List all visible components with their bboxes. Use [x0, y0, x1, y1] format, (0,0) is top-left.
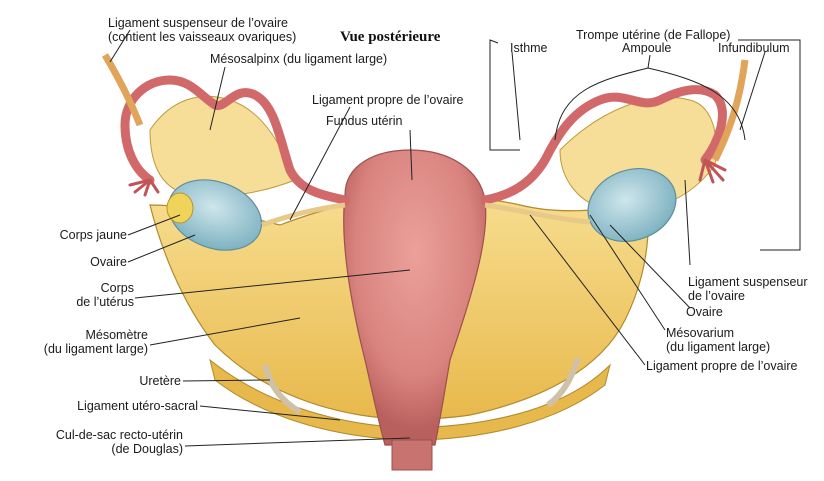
label-isthmus: Isthme [510, 41, 548, 55]
suspensory-ligament-left [101, 53, 144, 127]
cervix-stub [391, 439, 433, 471]
uterine-tube-right [480, 85, 727, 205]
label-rectouterine-pouch: Cul-de-sac recto-utérin (de Douglas) [56, 428, 183, 456]
ureter-right [546, 357, 581, 408]
label-mesometrium: Mésomètre (du ligament large) [44, 328, 148, 356]
label-uterine-tube: Trompe utérine (de Fallope) [576, 28, 731, 42]
label-line-2: de l’utérus [76, 295, 134, 309]
label-line-1: Mésovarium [666, 326, 735, 340]
label-fundus: Fundus utérin [326, 114, 403, 128]
label-line-1: Ligament suspenseur de l’ovaire [108, 16, 288, 30]
fimbriae-right [698, 158, 727, 184]
label-line-2: (du ligament large) [666, 340, 771, 354]
uterine-tube-left [120, 75, 350, 205]
ovarian-ligament-right [484, 202, 591, 225]
view-title: Vue postérieure [340, 29, 441, 45]
corpus-luteum [166, 192, 194, 224]
label-ampulla: Ampoule [622, 41, 672, 55]
fimbriae-left [128, 178, 160, 197]
label-uterus-body: Corps de l’utérus [76, 281, 134, 309]
label-ureter: Uretère [139, 374, 181, 388]
label-ovary-left: Ovaire [90, 255, 127, 269]
label-line-2: de l’ovaire [688, 289, 745, 303]
label-mesovarium: Mésovarium (du ligament large) [666, 326, 770, 354]
label-uterosacral-ligament: Ligament utéro-sacral [77, 399, 198, 413]
ovarian-ligament-left [261, 202, 346, 228]
label-ovary-right: Ovaire [686, 305, 723, 319]
label-line-1: Cul-de-sac recto-utérin [55, 428, 183, 442]
label-line-2: (de Douglas) [111, 442, 183, 456]
label-line-2: (du ligament large) [43, 342, 148, 356]
label-infundibulum: Infundibulum [718, 41, 790, 55]
leader-lines [109, 29, 801, 447]
broad-ligament-lower-edge [209, 358, 611, 441]
ureter-left [262, 364, 302, 415]
uterus [343, 149, 487, 446]
label-suspensory-ligament-right: Ligament suspenseur de l’ovaire [688, 275, 808, 303]
label-line-1: Ligament suspenseur [688, 275, 808, 289]
suspensory-ligament-right [711, 59, 749, 162]
label-ovarian-ligament-bottom: Ligament propre de l’ovaire [646, 359, 798, 373]
label-line-1: Mésomètre [85, 328, 148, 342]
label-suspensory-ligament-top: Ligament suspenseur de l’ovaire (contien… [108, 16, 296, 44]
label-corpus-luteum: Corps jaune [59, 228, 127, 242]
label-ovarian-ligament-top: Ligament propre de l’ovaire [312, 93, 464, 107]
label-line-2: (contient les vaisseaux ovariques) [108, 30, 297, 44]
label-line-1: Corps [100, 281, 134, 295]
label-mesosalpinx: Mésosalpinx (du ligament large) [210, 52, 388, 66]
